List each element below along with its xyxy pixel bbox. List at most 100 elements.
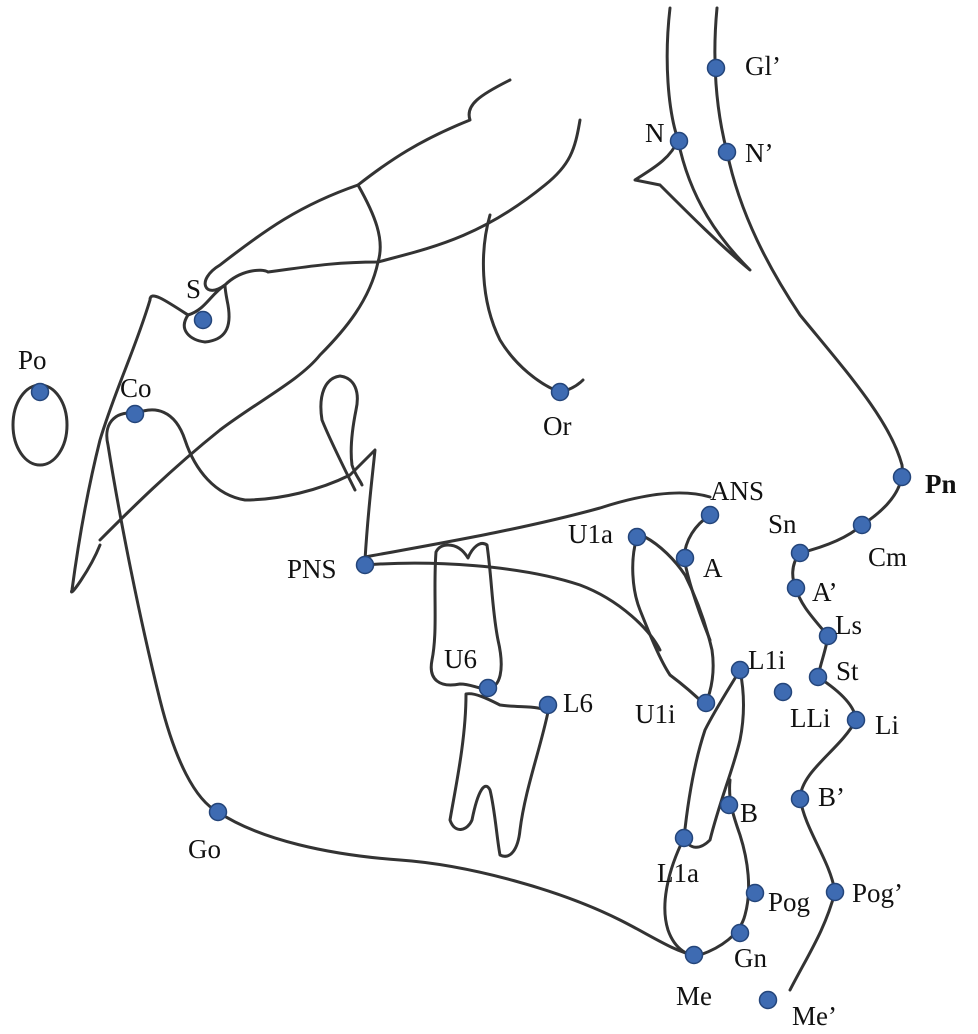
landmark-label-b: B	[740, 798, 758, 828]
lower-molar-outline	[450, 694, 548, 857]
landmark-dot-u1i	[698, 695, 715, 712]
landmark-label-li: Li	[875, 710, 899, 740]
landmark-dot-or	[552, 384, 569, 401]
landmark-dot-me-soft	[760, 992, 777, 1009]
orbit-outline	[483, 215, 583, 392]
landmark-pns: PNS	[287, 554, 374, 584]
landmark-a-soft: A’	[788, 577, 838, 607]
landmark-label-ans: ANS	[710, 476, 764, 506]
landmark-dot-pog	[747, 885, 764, 902]
landmark-label-me: Me	[676, 981, 712, 1011]
landmark-dot-a-soft	[788, 580, 805, 597]
landmark-u6: U6	[444, 644, 497, 697]
sphenoid-line	[100, 185, 380, 540]
landmark-label-ls: Ls	[835, 610, 862, 640]
landmark-label-a: A	[703, 553, 723, 583]
landmark-label-a-soft: A’	[812, 577, 838, 607]
landmark-label-me-soft: Me’	[792, 1001, 837, 1031]
landmark-dot-gn	[732, 925, 749, 942]
landmark-label-u1a: U1a	[568, 519, 613, 549]
landmark-ls: Ls	[820, 610, 863, 645]
landmark-label-st: St	[836, 656, 859, 686]
landmark-label-b-soft: B’	[818, 782, 845, 812]
landmark-gn: Gn	[732, 925, 768, 974]
landmark-label-gn: Gn	[734, 943, 767, 973]
landmark-or: Or	[543, 384, 572, 442]
landmark-li: Li	[848, 710, 900, 740]
landmark-u1a: U1a	[568, 519, 646, 549]
landmark-label-sn: Sn	[768, 509, 797, 539]
landmark-label-pog-soft: Pog’	[852, 878, 903, 908]
landmark-dot-po	[32, 384, 49, 401]
landmark-b-soft: B’	[792, 782, 846, 812]
landmark-dot-l6	[540, 697, 557, 714]
landmark-dot-ans	[702, 507, 719, 524]
landmark-dot-lli	[775, 684, 792, 701]
landmark-label-u1i: U1i	[635, 699, 676, 729]
landmark-dot-go	[210, 804, 227, 821]
landmark-b: B	[721, 797, 759, 829]
landmark-gl-soft: Gl’	[708, 51, 782, 81]
landmark-me: Me	[676, 947, 712, 1012]
landmark-label-or: Or	[543, 411, 572, 441]
landmark-dot-b-soft	[792, 791, 809, 808]
landmark-dot-li	[848, 712, 865, 729]
landmark-dot-me	[686, 947, 703, 964]
landmark-dot-cm	[854, 517, 871, 534]
landmark-co: Co	[120, 373, 152, 423]
landmark-pn: Pn	[894, 469, 957, 500]
condyle-outline	[135, 410, 375, 560]
landmark-ans: ANS	[702, 476, 765, 524]
landmark-dot-a	[677, 550, 694, 567]
landmark-label-gl-soft: Gl’	[745, 51, 781, 81]
landmark-label-cm: Cm	[868, 542, 907, 572]
landmark-label-u6: U6	[444, 644, 477, 674]
landmark-l1a: L1a	[657, 830, 699, 889]
landmark-u1i: U1i	[635, 695, 715, 730]
landmark-cm: Cm	[854, 517, 908, 573]
landmark-label-pns: PNS	[287, 554, 337, 584]
landmark-dot-pog-soft	[827, 884, 844, 901]
landmark-me-soft: Me’	[760, 992, 837, 1032]
landmark-dot-pn	[894, 469, 911, 486]
landmark-st: St	[810, 656, 860, 686]
landmark-dot-st	[810, 669, 827, 686]
palate-lower-outline	[365, 563, 660, 650]
landmark-dot-ls	[820, 628, 837, 645]
landmark-dot-pns	[357, 557, 374, 574]
landmark-label-s: S	[186, 274, 201, 304]
cranial-base-outline	[205, 80, 580, 290]
landmark-label-n-soft: N’	[745, 138, 774, 168]
landmark-sn: Sn	[768, 509, 809, 562]
landmark-pog-soft: Pog’	[827, 878, 904, 908]
landmark-label-po: Po	[18, 345, 47, 375]
landmark-label-pn: Pn	[925, 469, 957, 499]
landmark-label-go: Go	[188, 834, 221, 864]
landmark-n: N	[645, 118, 688, 150]
landmark-dot-s	[195, 312, 212, 329]
landmark-dot-l1i	[732, 662, 749, 679]
landmark-lli: LLi	[775, 684, 831, 734]
landmark-label-l6: L6	[563, 688, 593, 718]
landmark-a: A	[677, 550, 724, 584]
landmark-dot-co	[127, 406, 144, 423]
clivus-outline	[72, 296, 188, 592]
landmark-dot-u1a	[629, 529, 646, 546]
landmark-label-l1i: L1i	[748, 645, 786, 675]
landmark-dot-u6	[480, 680, 497, 697]
ptm-fissure-outline	[321, 376, 362, 490]
landmark-go: Go	[188, 804, 227, 865]
landmark-label-l1a: L1a	[657, 858, 699, 888]
mandible-ramus-outline	[107, 413, 694, 955]
landmark-label-n: N	[645, 118, 665, 148]
landmark-dot-b	[721, 797, 738, 814]
landmark-dot-sn	[792, 545, 809, 562]
landmark-dot-l1a	[676, 830, 693, 847]
landmark-dot-n	[671, 133, 688, 150]
landmark-label-pog: Pog	[768, 887, 810, 917]
landmark-label-lli: LLi	[790, 703, 831, 733]
landmark-l6: L6	[540, 688, 594, 718]
landmark-n-soft: N’	[719, 138, 774, 168]
